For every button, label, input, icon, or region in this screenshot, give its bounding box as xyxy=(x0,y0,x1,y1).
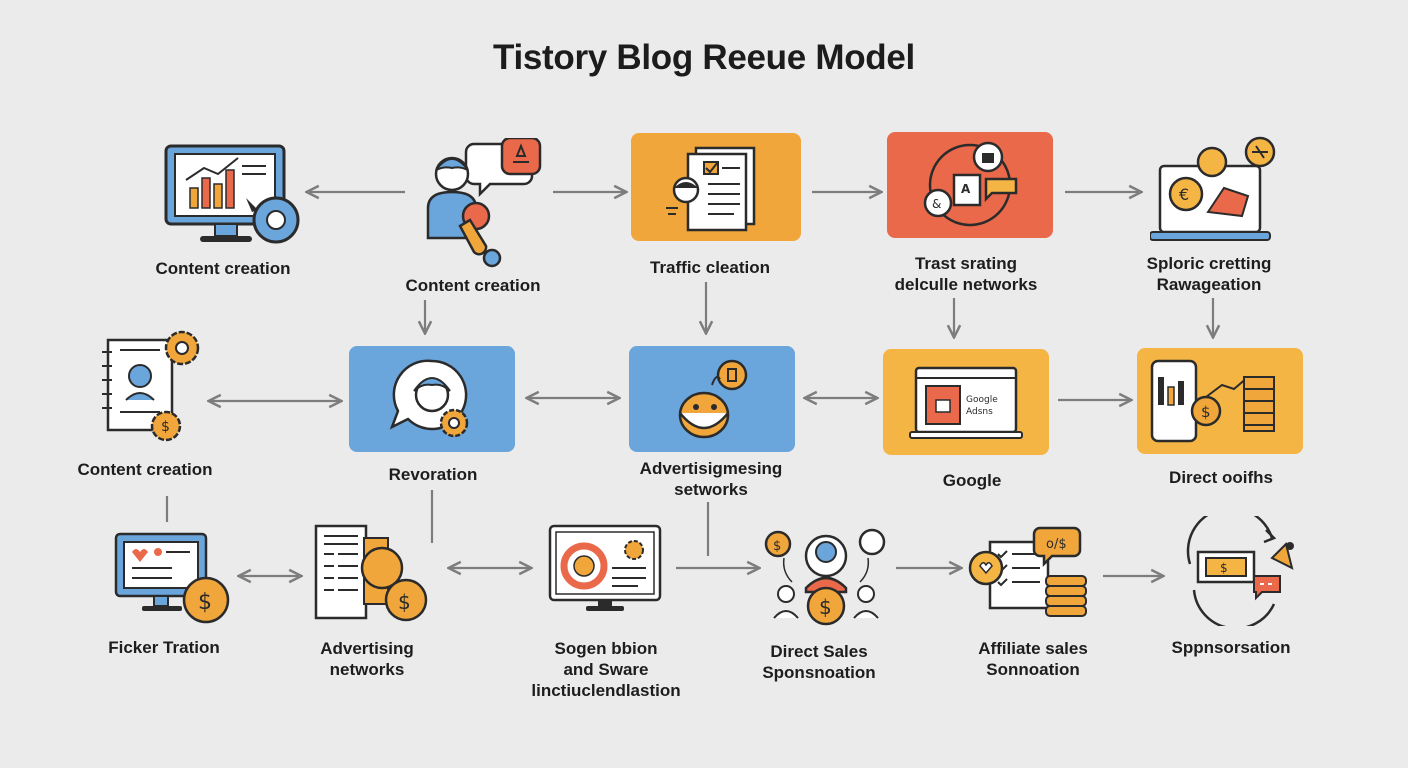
label-affiliate-sales: Affiliate sales Sonnoation xyxy=(978,639,1088,679)
svg-text:$: $ xyxy=(1201,403,1211,421)
label-content-creation-3: Content creation xyxy=(77,460,213,479)
label-sporic-creating: Sploric cretting Rawageation xyxy=(1146,254,1272,294)
label-ficker-tration: Ficker Tration xyxy=(108,638,220,657)
document-icon xyxy=(631,133,801,241)
documents-coins-icon: $ xyxy=(314,524,428,622)
label-content-creation-1: Content creation xyxy=(155,259,291,278)
monitor-chart-icon xyxy=(548,524,662,611)
label-sogen-bbion: Sogen bbion and Sware linctiuclendlastio… xyxy=(531,639,681,700)
bird-icon xyxy=(629,346,795,452)
cycle-banner-icon: $ xyxy=(1186,516,1294,626)
writer-person-icon xyxy=(426,138,542,268)
tablet-analytics-icon: $ xyxy=(1137,348,1303,454)
browser-ad-icon: Google Adsns xyxy=(883,349,1049,455)
chart-monitor-icon xyxy=(164,144,300,244)
svg-text:$: $ xyxy=(161,419,170,435)
label-direct-sales: Direct Sales Sponsnoation xyxy=(762,642,876,682)
label-advertising-networks-2: Advertising networks xyxy=(320,639,414,679)
label-traffic-creation: Traffic cleation xyxy=(650,258,770,277)
svg-text:$: $ xyxy=(773,539,781,554)
label-trust-networks: Trast srating delculle networks xyxy=(894,254,1038,294)
svg-text:A: A xyxy=(961,182,971,196)
svg-text:Google: Google xyxy=(966,395,998,405)
profile-document-icon: $ xyxy=(102,330,200,442)
diagram-title: Tistory Blog Reeue Model xyxy=(493,38,915,77)
svg-text:$: $ xyxy=(819,595,832,619)
label-advertising-networks-1: Advertisigmesing setworks xyxy=(639,459,783,499)
svg-text:$: $ xyxy=(1220,561,1228,575)
checklist-coins-icon: o/$ xyxy=(968,526,1087,617)
label-google: Google xyxy=(942,471,1002,490)
laptop-currency-icon: € xyxy=(1150,136,1276,241)
person-chat-icon xyxy=(349,346,515,452)
label-content-creation-2: Content creation xyxy=(405,276,541,295)
network-icon: & A xyxy=(887,132,1053,238)
svg-text:$: $ xyxy=(198,590,212,615)
svg-text:Adsns: Adsns xyxy=(966,407,993,417)
people-dollar-icon: $ $ xyxy=(764,528,886,626)
monitor-dollar-icon: $ xyxy=(114,532,230,624)
label-sponsorsation: Sppnsorsation xyxy=(1171,638,1291,657)
svg-text:o/$: o/$ xyxy=(1046,537,1067,552)
svg-text:€: € xyxy=(1179,185,1189,204)
label-direct-ooifhs: Direct ooifhs xyxy=(1169,468,1273,487)
svg-text:&: & xyxy=(932,197,941,211)
svg-text:$: $ xyxy=(398,590,411,614)
label-revoration: Revoration xyxy=(388,465,478,484)
